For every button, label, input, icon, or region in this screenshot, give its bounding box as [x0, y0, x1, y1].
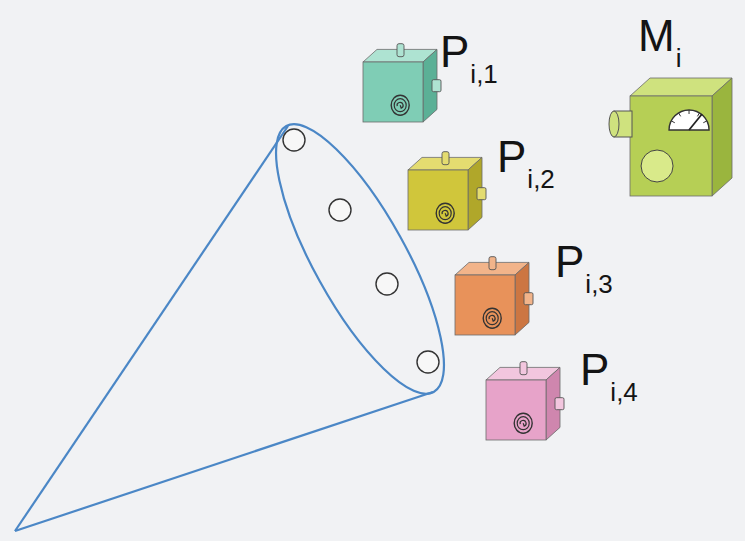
dial-ring [394, 99, 406, 112]
dial-ring [439, 207, 451, 220]
dial-ring [483, 308, 501, 328]
meter-button [641, 150, 673, 182]
meter-tick [703, 121, 707, 123]
preparation-device: Pi,2 [400, 130, 575, 245]
meter-tick [679, 113, 681, 116]
dial-ring [514, 413, 532, 433]
knob [397, 44, 404, 57]
meter-tick [689, 110, 690, 114]
qubit-circle [376, 273, 398, 295]
output-port [477, 188, 486, 200]
dial-swirl [442, 210, 448, 216]
device-symbol: P [440, 30, 469, 74]
output-port [524, 293, 533, 305]
device-subscript: i [676, 45, 682, 71]
qubit-circle [283, 129, 305, 151]
cube-front [408, 170, 468, 230]
device-symbol: P [555, 240, 584, 284]
cube-front [630, 96, 712, 196]
dial-ring [517, 417, 529, 430]
meter-dial [669, 110, 709, 130]
dial-ring [486, 312, 498, 325]
cone-edge [15, 392, 433, 531]
preparation-device: Pi,3 [447, 235, 622, 350]
device-subscript: i,4 [610, 379, 637, 405]
device-subscript: i,3 [585, 271, 612, 297]
cube-front [455, 275, 515, 335]
device-label: Pi,2 [497, 135, 555, 179]
cube-front [363, 62, 423, 122]
measurement-device: Mi [598, 12, 743, 207]
cone-edge [15, 126, 288, 531]
preparation-device: Pi,1 [355, 25, 530, 140]
dial-swirl [520, 420, 526, 426]
preparation-device: Pi,4 [478, 340, 653, 455]
cube-front [486, 380, 546, 440]
device-label: Pi,1 [440, 30, 498, 74]
dial-swirl [397, 102, 403, 108]
device-label: Mi [638, 14, 681, 58]
dial-ring [391, 95, 409, 115]
meter-tick [697, 113, 699, 116]
cube-side [712, 78, 732, 196]
output-port [432, 80, 441, 92]
knob [442, 152, 449, 165]
knob [489, 257, 496, 270]
dial-swirl [489, 315, 495, 321]
device-symbol: P [497, 135, 526, 179]
device-label: Pi,3 [555, 240, 613, 284]
device-label: Pi,4 [580, 348, 638, 392]
dial-ring [436, 203, 454, 223]
device-symbol: P [580, 348, 609, 392]
knob [520, 362, 527, 375]
device-subscript: i,2 [527, 166, 554, 192]
device-subscript: i,1 [470, 61, 497, 87]
cone-rim [246, 104, 474, 414]
qubit-circle [329, 199, 351, 221]
output-port [555, 398, 564, 410]
meter-tick [671, 121, 675, 123]
meter-needle [689, 114, 702, 130]
qubit-circle [417, 351, 439, 373]
input-port-end [609, 111, 619, 137]
device-symbol: M [638, 14, 675, 58]
